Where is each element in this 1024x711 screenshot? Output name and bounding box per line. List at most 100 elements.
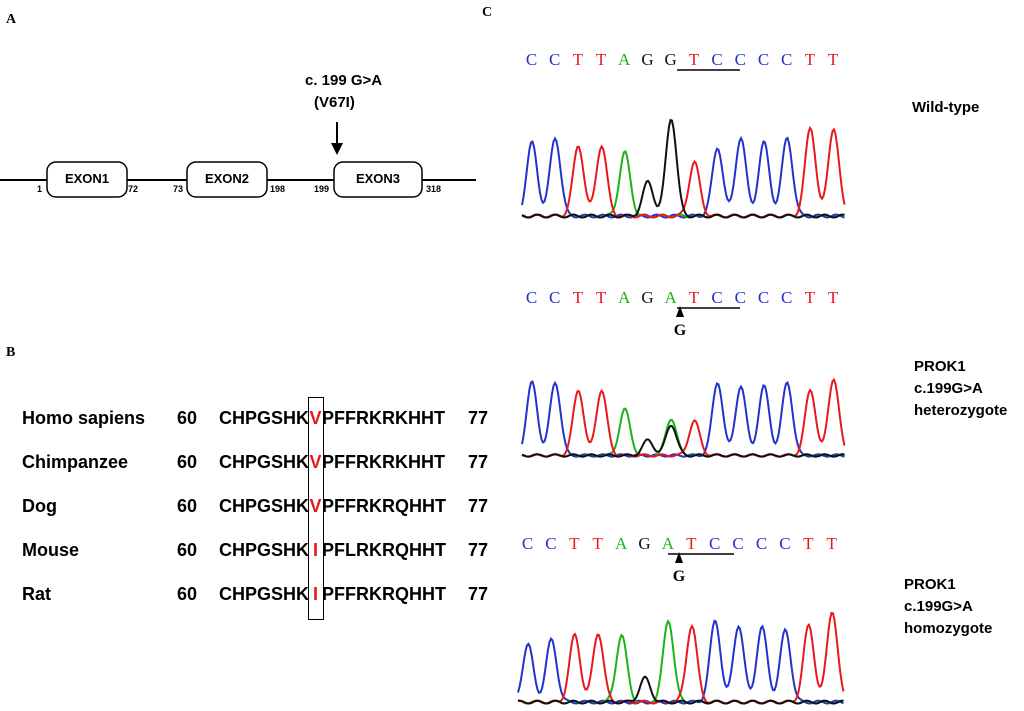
mutation-label: c. 199 G>A — [305, 72, 383, 89]
sequence-left: CHPGSHK — [218, 496, 309, 516]
trace-a — [518, 619, 844, 705]
base-call-letter: G — [641, 50, 654, 69]
trace-t — [518, 611, 845, 705]
base-call-letter: C — [711, 288, 723, 307]
base-call-letter: G — [641, 288, 654, 307]
trace-t — [521, 125, 846, 219]
base-call-letter: T — [689, 50, 700, 69]
base-call-letter: C — [758, 288, 770, 307]
end-position: 77 — [468, 584, 489, 604]
label-line: homozygote — [904, 620, 993, 637]
trace-g — [517, 675, 844, 705]
sequence-left: CHPGSHK — [218, 584, 309, 604]
base-call-letter: A — [618, 288, 631, 307]
exon2-end: 198 — [270, 184, 286, 194]
base-call-letter: C — [526, 288, 538, 307]
base-call-letter: C — [549, 288, 561, 307]
exon3-label: EXON3 — [355, 171, 401, 186]
label-line: Wild-type — [912, 99, 980, 116]
sequence-right: PFFRKRKHHT — [322, 408, 445, 428]
base-call-letter: G — [638, 534, 651, 553]
trace-c — [521, 380, 845, 458]
variant-residue: I — [312, 584, 318, 604]
variant-marker-icon — [676, 306, 684, 317]
label-line: PROK1 — [904, 576, 956, 593]
start-position: 60 — [177, 452, 198, 472]
exon1-start: 1 — [37, 184, 43, 194]
exon1-end: 72 — [128, 184, 139, 194]
base-call-letter: C — [756, 534, 768, 553]
sequence-left: CHPGSHK — [218, 452, 309, 472]
sequence-left: CHPGSHK — [218, 540, 309, 560]
end-position: 77 — [468, 408, 489, 428]
start-position: 60 — [177, 496, 198, 516]
trace-c — [521, 135, 845, 219]
reference-base-label: G — [674, 322, 687, 339]
exon3-end: 318 — [426, 184, 442, 194]
base-call-letter: T — [596, 50, 607, 69]
base-call-letter: C — [709, 534, 721, 553]
base-call-letter: C — [522, 534, 534, 553]
trace-a — [521, 150, 845, 219]
species-name: Mouse — [22, 540, 80, 560]
variant-residue: V — [309, 408, 322, 428]
exon2-start: 73 — [173, 184, 184, 194]
base-call-letter: T — [569, 534, 580, 553]
sequence-right: PFFRKRQHHT — [322, 584, 446, 604]
panel-label-b: B — [6, 345, 16, 360]
base-call-letter: C — [735, 288, 747, 307]
base-call-letter: G — [665, 50, 678, 69]
base-call-letter: T — [803, 534, 814, 553]
panel-label-a: A — [6, 12, 17, 27]
base-call-letter: C — [549, 50, 561, 69]
variant-residue: V — [309, 496, 322, 516]
sequence-right: PFLRKRQHHT — [322, 540, 446, 560]
exon3-start: 199 — [314, 184, 330, 194]
panel-label-c: C — [482, 5, 493, 20]
trace-c — [517, 619, 844, 705]
base-call-letter: C — [758, 50, 770, 69]
species-name: Dog — [22, 496, 57, 516]
base-call-letter: A — [615, 534, 628, 553]
end-position: 77 — [468, 540, 489, 560]
base-call-letter: C — [781, 50, 793, 69]
base-call-letter: T — [689, 288, 700, 307]
start-position: 60 — [177, 584, 198, 604]
sequence-left: CHPGSHK — [218, 408, 309, 428]
exon1-label: EXON1 — [64, 171, 110, 186]
chromatogram-label-wildtype: Wild-type — [912, 97, 979, 119]
variant-residue: V — [309, 452, 322, 472]
base-call-letter: T — [686, 534, 697, 553]
chromatogram-label-heterozygote: PROK1 c.199G>A heterozygote — [914, 356, 1007, 422]
base-call-letter: T — [593, 534, 604, 553]
base-call-letter: T — [827, 534, 838, 553]
trace-g — [521, 118, 845, 219]
base-call-letter: T — [805, 288, 816, 307]
trace-g — [521, 424, 845, 458]
base-call-letter: C — [732, 534, 744, 553]
end-position: 77 — [468, 496, 489, 516]
base-call-letter: C — [779, 534, 791, 553]
sequence-right: PFFRKRKHHT — [322, 452, 445, 472]
chromatogram-label-homozygote: PROK1 c.199G>A homozygote — [904, 574, 992, 640]
species-name: Rat — [22, 584, 52, 604]
base-call-letter: A — [662, 534, 675, 553]
exon2-label: EXON2 — [204, 171, 250, 186]
trace-t — [521, 377, 846, 458]
base-call-letter: T — [805, 50, 816, 69]
species-name: Homo sapiens — [22, 408, 146, 428]
base-call-letter: C — [735, 50, 747, 69]
base-call-letter: C — [545, 534, 557, 553]
trace-a — [521, 407, 845, 458]
variant-marker-icon — [675, 552, 683, 563]
base-call-letter: T — [573, 50, 584, 69]
label-line: c.199G>A — [904, 598, 973, 615]
base-call-letter: C — [711, 50, 723, 69]
sequence-right: PFFRKRQHHT — [322, 496, 446, 516]
label-line: c.199G>A — [914, 380, 983, 397]
species-name: Chimpanzee — [22, 452, 129, 472]
start-position: 60 — [177, 540, 198, 560]
mutation-arrow-head — [331, 143, 343, 155]
